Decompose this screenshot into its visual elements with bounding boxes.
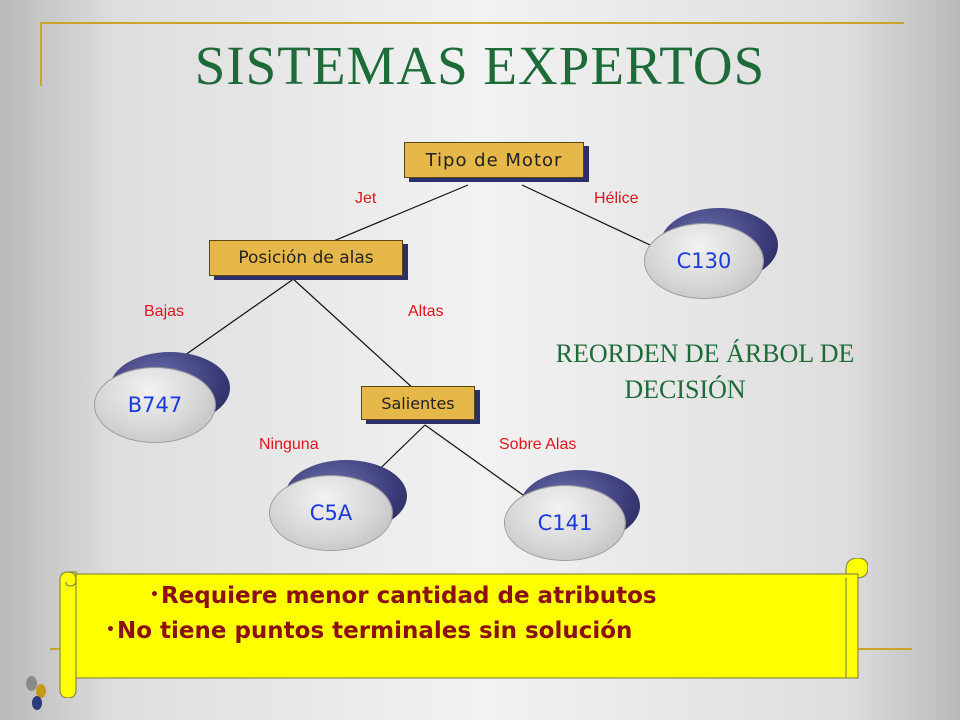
decorative-dots xyxy=(22,672,52,712)
root-node-label: Tipo de Motor xyxy=(425,149,563,171)
dot-icon xyxy=(32,696,42,710)
edge-label-altas: Altas xyxy=(408,303,444,320)
bullet-icon: • xyxy=(150,587,159,603)
bumps-node: Salientes xyxy=(361,386,475,420)
dot-icon xyxy=(26,676,37,691)
scroll-point-1: •Requiere menor cantidad de atributos xyxy=(106,578,866,613)
tree-reorder-subtitle: REORDEN DE ÁRBOL DE DECISIÓN xyxy=(505,336,905,408)
top-frame-line xyxy=(40,22,904,24)
subtitle-line-1: REORDEN DE ÁRBOL DE xyxy=(555,339,855,368)
edge-bajas xyxy=(177,277,296,361)
edge-label-helice: Hélice xyxy=(594,190,639,207)
edge-label-jet: Jet xyxy=(355,190,377,207)
leaf-c141-label: C141 xyxy=(537,511,593,535)
dot-icon xyxy=(36,684,46,698)
subtitle-line-2: DECISIÓN xyxy=(624,375,746,404)
bullet-icon: • xyxy=(106,622,115,638)
leaf-c5a-label: C5A xyxy=(309,501,353,525)
edge-label-bajas: Bajas xyxy=(144,303,185,320)
edge-label-sobre-alas: Sobre Alas xyxy=(499,436,577,453)
wing-position-node: Posición de alas xyxy=(209,240,403,276)
scroll-text: •Requiere menor cantidad de atributos •N… xyxy=(106,578,866,648)
leaf-b747: B747 xyxy=(90,352,240,452)
edge-label-ninguna: Ninguna xyxy=(259,436,319,453)
leaf-b747-label: B747 xyxy=(127,393,183,417)
edge-altas xyxy=(291,277,416,391)
bumps-label: Salientes xyxy=(381,393,455,413)
scroll-point-2-text: No tiene puntos terminales sin solución xyxy=(116,618,633,644)
slide-title: SISTEMAS EXPERTOS xyxy=(194,35,766,96)
leaf-c130: C130 xyxy=(640,208,790,308)
leaf-c141: C141 xyxy=(500,470,650,570)
scroll-banner: •Requiere menor cantidad de atributos •N… xyxy=(56,558,868,698)
edge-sobre-alas xyxy=(424,424,531,501)
edge-helice xyxy=(521,184,651,246)
left-frame-line xyxy=(40,22,42,86)
leaf-c5a: C5A xyxy=(265,460,415,560)
scroll-shape xyxy=(59,558,868,698)
root-node-engine-type: Tipo de Motor xyxy=(404,142,584,178)
leaf-c130-label: C130 xyxy=(676,249,732,273)
scroll-point-1-text: Requiere menor cantidad de atributos xyxy=(160,583,657,609)
wing-position-label: Posición de alas xyxy=(238,248,374,268)
scroll-point-2: •No tiene puntos terminales sin solución xyxy=(106,613,866,648)
